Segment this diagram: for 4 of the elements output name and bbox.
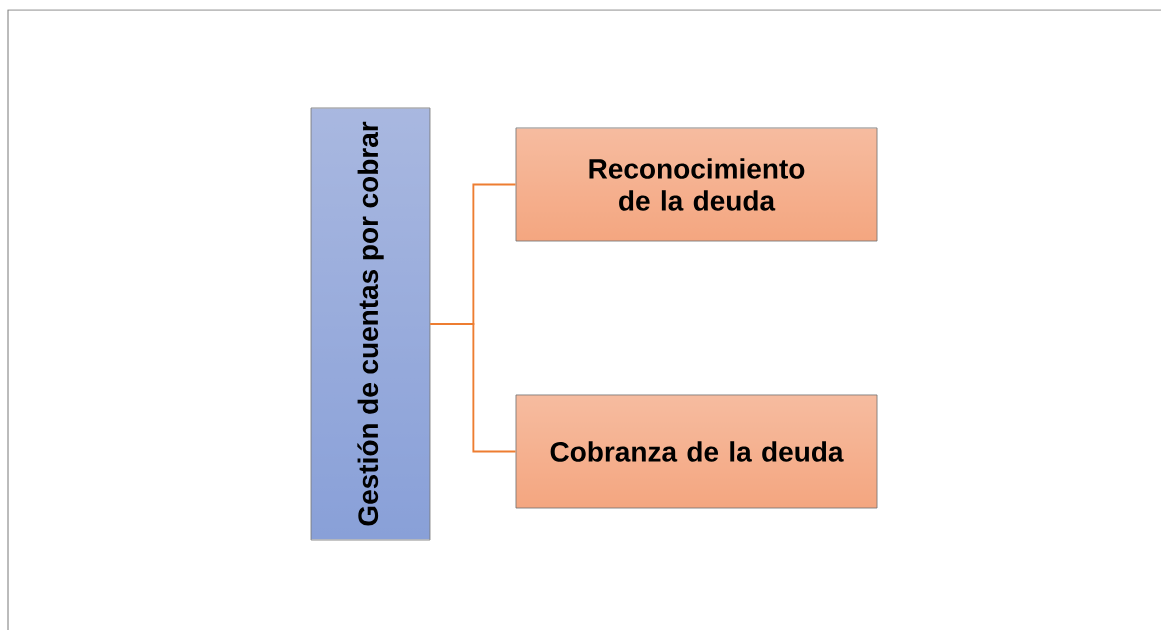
process-box: Reconocimiento de la deuda [515, 127, 878, 242]
connector [429, 323, 517, 453]
vertical-box: Gestión de cuentas por cobrar [310, 107, 431, 541]
process-box: Cobranza de la deuda [515, 394, 878, 509]
